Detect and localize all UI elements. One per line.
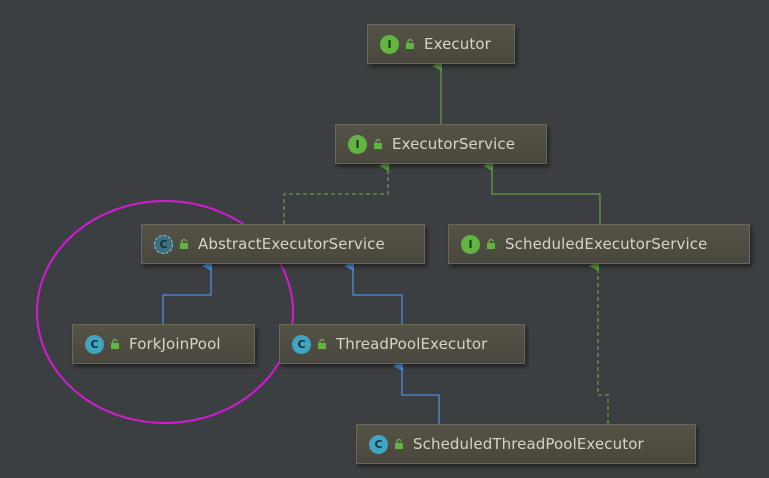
node-label: ScheduledExecutorService [505, 235, 708, 253]
lock-icon [374, 138, 382, 149]
abstract-class-icon: C [154, 234, 173, 254]
interface-icon: I [348, 134, 367, 154]
class-icon: C [292, 334, 311, 354]
lock-icon [395, 438, 403, 449]
node-executor[interactable]: I Executor [367, 24, 515, 64]
node-abstract-executor-service[interactable]: C AbstractExecutorService [141, 224, 425, 264]
node-fork-join-pool[interactable]: C ForkJoinPool [72, 324, 255, 364]
node-label: ScheduledThreadPoolExecutor [413, 435, 644, 453]
highlight-circle [36, 200, 294, 424]
edge-forkjoinpool-abstractexecutorservice [162, 261, 212, 324]
edge-scheduledthreadpoolexecutor-threadpoolexecutor [393, 361, 440, 424]
node-label: AbstractExecutorService [198, 235, 385, 253]
edge-scheduledexecutorservice-executorservice [483, 161, 601, 224]
lock-icon [111, 338, 119, 349]
lock-icon [406, 38, 414, 49]
node-thread-pool-executor[interactable]: C ThreadPoolExecutor [279, 324, 525, 364]
node-scheduled-thread-pool-executor[interactable]: C ScheduledThreadPoolExecutor [356, 424, 696, 464]
edge-threadpoolexecutor-abstractexecutorservice [344, 261, 403, 324]
lock-icon [318, 338, 326, 349]
node-label: ForkJoinPool [129, 335, 221, 353]
lock-icon [487, 238, 495, 249]
node-label: ThreadPoolExecutor [336, 335, 488, 353]
edge-abstractexecutorservice-executorservice [283, 161, 389, 224]
node-label: Executor [424, 35, 491, 53]
edge-scheduledthreadpoolexecutor-scheduledexecutorservice [589, 261, 609, 424]
node-executor-service[interactable]: I ExecutorService [335, 124, 547, 164]
lock-icon [180, 238, 188, 249]
class-icon: C [369, 434, 388, 454]
interface-icon: I [380, 34, 399, 54]
node-scheduled-executor-service[interactable]: I ScheduledExecutorService [448, 224, 750, 264]
interface-icon: I [461, 234, 480, 254]
node-label: ExecutorService [392, 135, 516, 153]
class-icon: C [85, 334, 104, 354]
